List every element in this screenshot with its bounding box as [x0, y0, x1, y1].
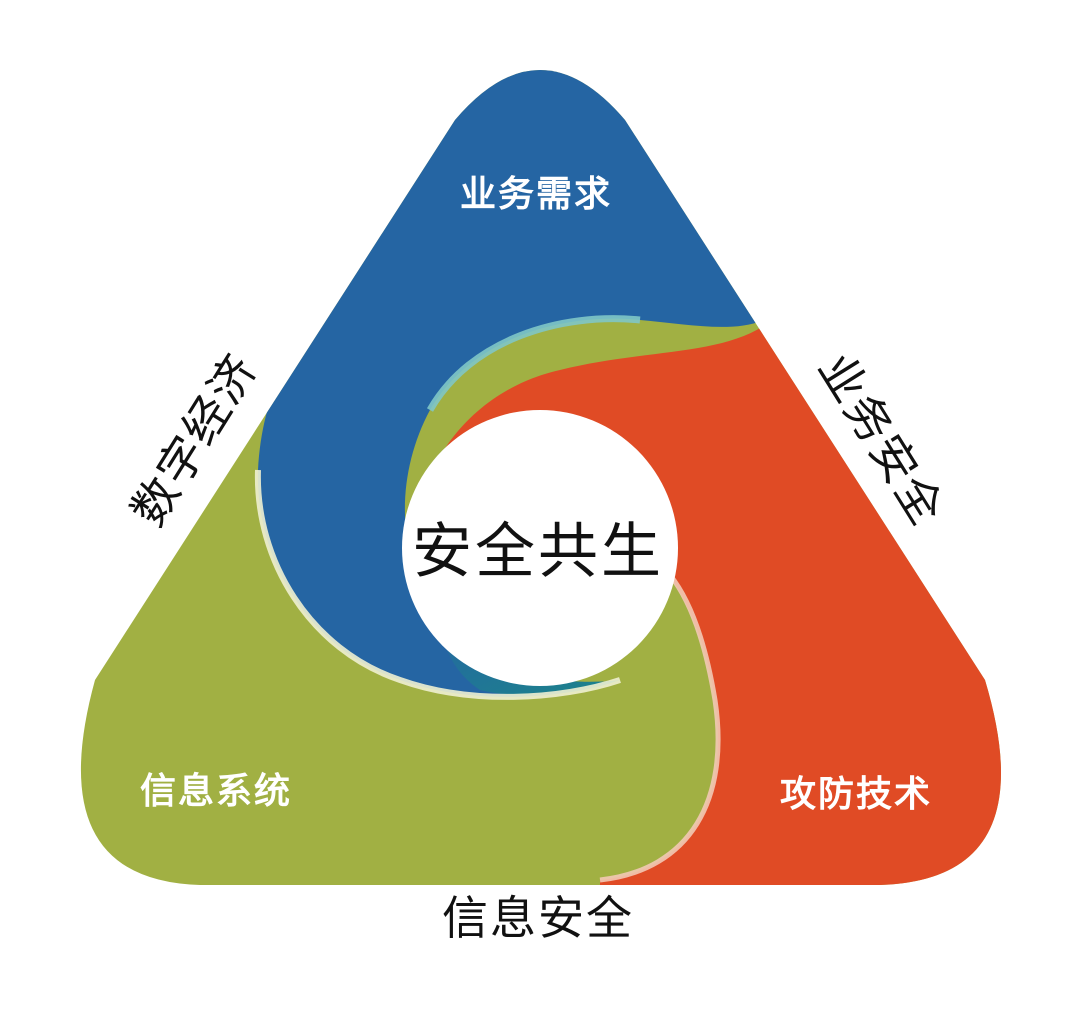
- fold-highlight-top: [426, 315, 641, 412]
- fold-highlight-right: [599, 573, 721, 883]
- fold-highlight-left: [254, 469, 621, 700]
- side-bottom-label: 信息安全: [442, 891, 634, 945]
- center-label: 安全共生: [412, 517, 664, 587]
- segment-left-label: 信息系统: [140, 771, 292, 812]
- segment-top-label: 业务需求: [460, 174, 612, 215]
- center-circle: [402, 410, 678, 686]
- segment-right-label: 攻防技术: [780, 774, 932, 815]
